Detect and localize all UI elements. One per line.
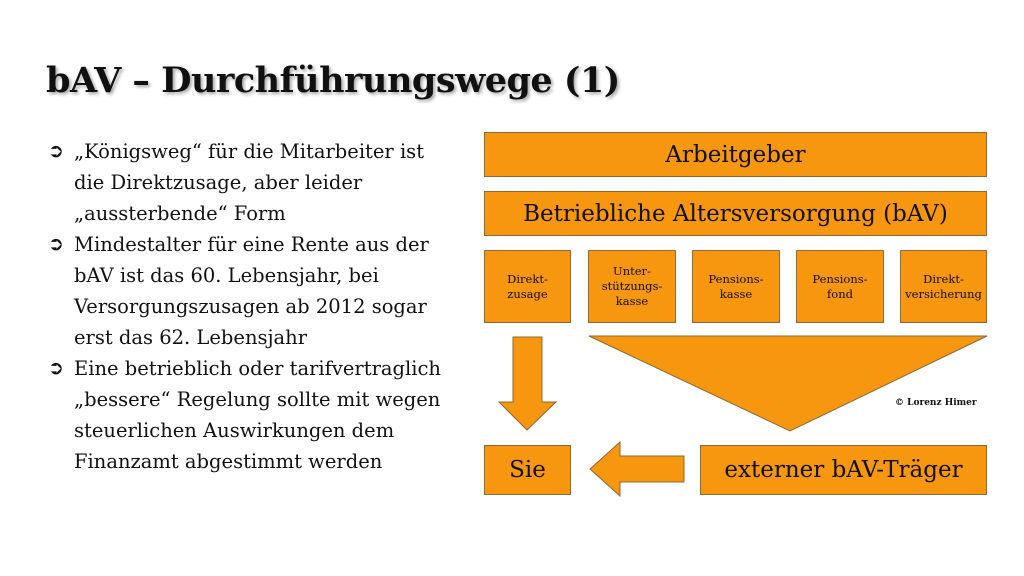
circle-arrow-right-icon: ➲ bbox=[48, 140, 64, 162]
circle-arrow-right-icon: ➲ bbox=[48, 357, 64, 379]
bav-label: Betriebliche Altersversorgung (bAV) bbox=[523, 200, 948, 227]
funnel-triangle-shape bbox=[588, 335, 988, 432]
you-label: Sie bbox=[509, 457, 546, 483]
bullet-item: ➲ Mindestalter für eine Rente aus der bA… bbox=[48, 229, 458, 353]
left-arrow-shape bbox=[589, 440, 685, 498]
bav-box: Betriebliche Altersversorgung (bAV) bbox=[484, 191, 987, 236]
external-carrier-label: externer bAV-Träger bbox=[724, 457, 963, 483]
bullet-item: ➲ „Königsweg“ für die Mitarbeiter ist di… bbox=[48, 136, 458, 229]
way-box-pensionskasse: Pensions- kasse bbox=[692, 250, 780, 323]
bullet-text: Eine betrieblich oder tarifvertraglich „… bbox=[74, 357, 441, 473]
way-box-direktzusage: Direkt- zusage bbox=[484, 250, 571, 323]
you-box: Sie bbox=[484, 445, 571, 495]
way-label: Pensions- fond bbox=[812, 271, 868, 301]
copyright-note: © Lorenz Himer bbox=[895, 398, 977, 408]
way-label: Direkt- versicherung bbox=[905, 271, 982, 301]
external-carrier-box: externer bAV-Träger bbox=[700, 445, 987, 495]
employer-label: Arbeitgeber bbox=[665, 141, 806, 168]
down-arrow-shape bbox=[497, 336, 558, 431]
way-box-pensionsfond: Pensions- fond bbox=[796, 250, 884, 323]
employer-box: Arbeitgeber bbox=[484, 132, 987, 177]
way-label: Pensions- kasse bbox=[708, 271, 764, 301]
bullet-text: Mindestalter für eine Rente aus der bAV … bbox=[74, 233, 429, 349]
way-label: Direkt- zusage bbox=[507, 271, 548, 301]
slide-title: bAV – Durchführungswege (1) bbox=[46, 60, 620, 101]
bullet-list: ➲ „Königsweg“ für die Mitarbeiter ist di… bbox=[48, 136, 458, 477]
bullet-text: „Königsweg“ für die Mitarbeiter ist die … bbox=[74, 140, 425, 225]
way-label: Unter- stützungs- kasse bbox=[601, 264, 663, 308]
way-box-unterstuetzungskasse: Unter- stützungs- kasse bbox=[588, 250, 676, 323]
way-box-direktversicherung: Direkt- versicherung bbox=[900, 250, 987, 323]
bullet-item: ➲ Eine betrieblich oder tarifvertraglich… bbox=[48, 353, 458, 477]
circle-arrow-right-icon: ➲ bbox=[48, 233, 64, 255]
